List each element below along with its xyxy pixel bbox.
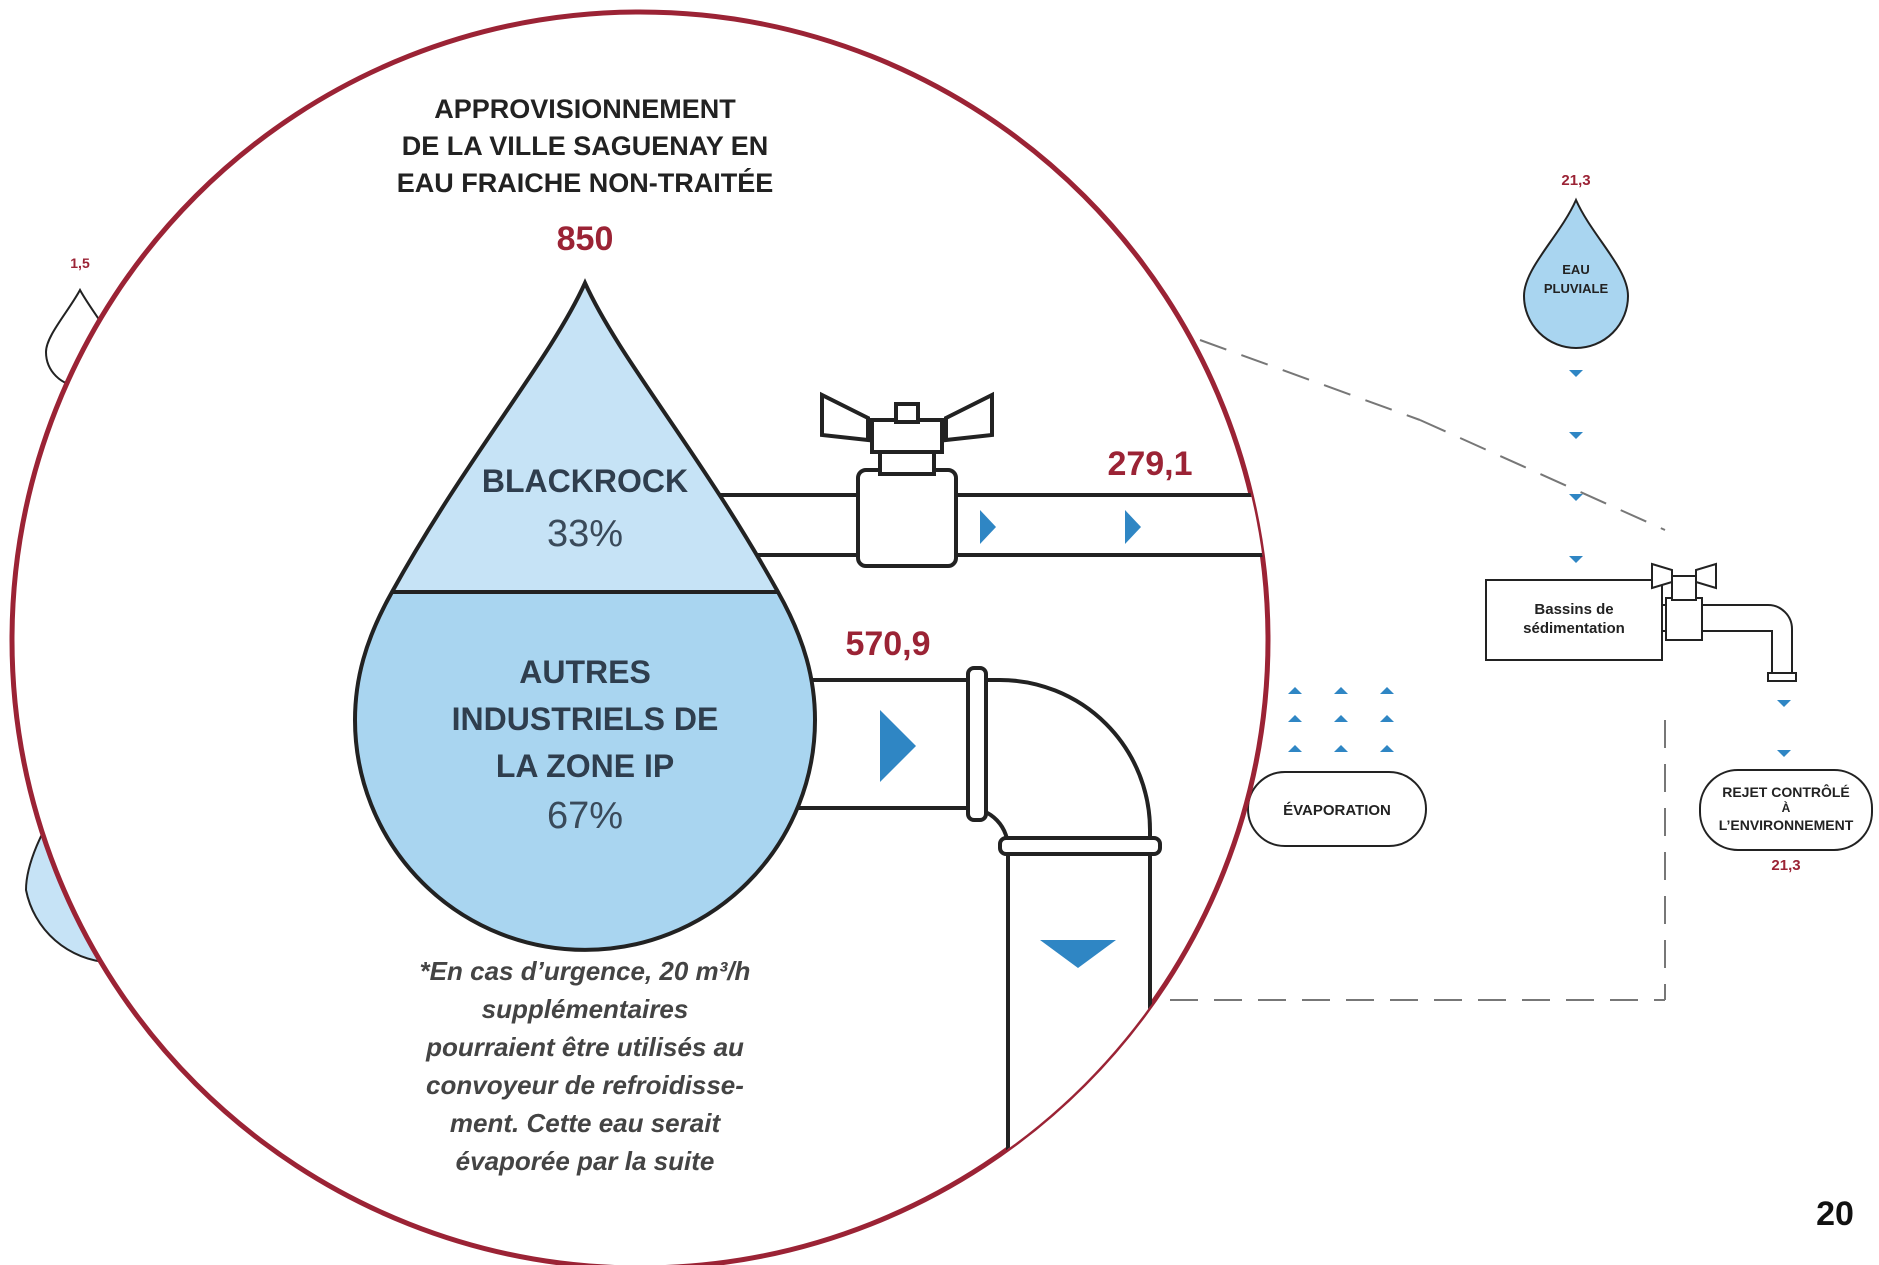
supply-title-line-3: EAU FRAICHE NON-TRAITÉE: [397, 167, 774, 198]
downward-flow-arrow: [1040, 940, 1116, 968]
controlled-discharge-pill: [1699, 769, 1873, 851]
valve-icon: [820, 391, 994, 568]
rain-drop-icon: [1522, 197, 1630, 349]
other-industrials-percent: 67%: [547, 795, 623, 837]
blackrock-label: BLACKROCK: [482, 463, 688, 499]
discharge-label-2: À: [1782, 800, 1791, 815]
discharge-value: 21,3: [1771, 857, 1800, 874]
other-industrials-drop-segment: [355, 592, 815, 950]
evaporation-pill: [1247, 771, 1427, 847]
footnote-line-2: supplémentaires: [482, 994, 689, 1024]
supply-title-line-2: DE LA VILLE SAGUENAY EN: [402, 131, 769, 161]
supply-title-line-1: APPROVISIONNEMENT: [434, 94, 736, 124]
basin-label-2: sédimentation: [1523, 620, 1625, 637]
basin-label-1: Bassins de: [1534, 601, 1613, 618]
blackrock-flow-arrows: [980, 510, 1141, 544]
footnote-line-5: ment. Cette eau serait: [450, 1108, 722, 1138]
emergency-footnote: *En cas d’urgence, 20 m³/h supplémentair…: [420, 956, 751, 1176]
rain-label-2: PLUVIALE: [1544, 281, 1609, 296]
faucet-icon: [1651, 562, 1797, 682]
discharge-flow-arrows: [1777, 700, 1791, 757]
footnote-line-1: *En cas d’urgence, 20 m³/h: [420, 956, 751, 986]
left-drop-value: 1,5: [70, 255, 90, 271]
footnote-line-4: convoyeur de refroidisse-: [426, 1070, 744, 1100]
other-industrials-label-2: INDUSTRIELS DE: [452, 701, 719, 737]
blackrock-flow-value: 279,1: [1107, 445, 1192, 483]
supply-total: 850: [557, 220, 614, 258]
footnote-line-6: évaporée par la suite: [456, 1146, 715, 1176]
page-number: 20: [1816, 1195, 1854, 1233]
blackrock-percent: 33%: [547, 513, 623, 555]
supply-drop: [352, 278, 818, 952]
discharge-label-1: REJET CONTRÔLÉ: [1722, 783, 1850, 800]
other-industrials-label-3: LA ZONE IP: [496, 748, 674, 784]
rain-flow-arrows: [1569, 370, 1583, 563]
blackrock-drop-segment: [392, 283, 778, 592]
other-industrials-flow-value: 570,9: [845, 625, 930, 663]
footnote-line-3: pourraient être utilisés au: [425, 1032, 744, 1062]
evaporation-arrows: [1288, 687, 1394, 752]
evaporation-label: ÉVAPORATION: [1283, 802, 1391, 819]
sedimentation-basin: [1485, 579, 1663, 661]
rain-value: 21,3: [1561, 172, 1590, 189]
rain-label-1: EAU: [1562, 262, 1589, 277]
lower-flow-arrow: [880, 710, 916, 782]
other-industrials-label-1: AUTRES: [519, 654, 651, 690]
discharge-label-3: L’ENVIRONNEMENT: [1719, 817, 1854, 833]
